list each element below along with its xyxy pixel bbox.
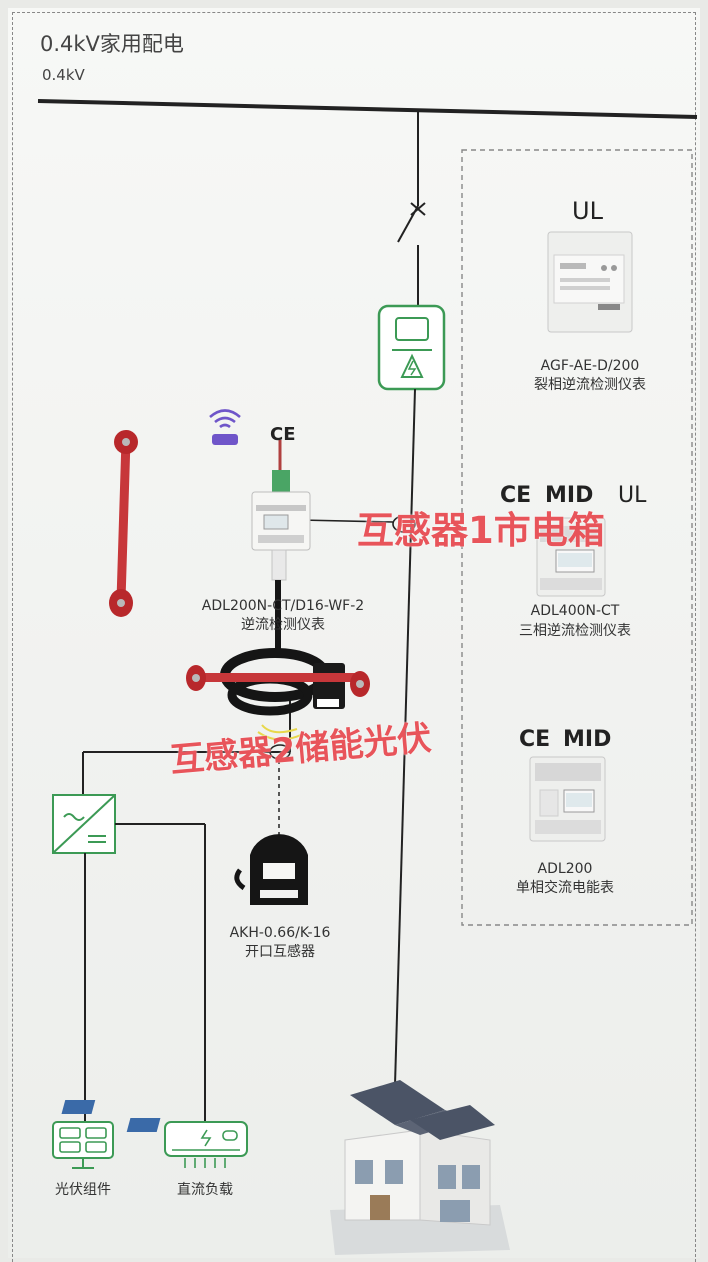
adl400-mid-cert: MID — [545, 483, 594, 508]
agf-model-label: AGF-AE-D/200 — [540, 358, 640, 374]
adl400-model-label: ADL400N-CT — [530, 603, 620, 619]
breaker-switch-icon — [397, 202, 426, 243]
pv-module-label: 光伏组件 — [55, 1182, 111, 1198]
dc-load-icon — [164, 1121, 248, 1168]
inverter-icon — [52, 794, 116, 854]
meter-box-icon — [377, 304, 446, 391]
bus-label: 0.4kV — [42, 66, 85, 84]
page-title: 0.4kV家用配电 — [40, 32, 184, 56]
adl200n-ce-cert: CE — [270, 424, 296, 445]
red-cable-vertical — [109, 430, 138, 617]
adl200-ce-cert: CE — [519, 727, 551, 752]
adl400-ul-cert: UL — [618, 483, 647, 508]
ct1-link — [299, 519, 394, 523]
adl200n-model-label: ADL200N-CT/D16-WF-2 — [201, 598, 365, 614]
adl200-mid-cert: MID — [563, 727, 612, 752]
adl200n-desc-label: 逆流检测仪表 — [241, 617, 325, 633]
product-frame — [461, 149, 693, 926]
ct1-annotation: 互感器1市电箱 — [357, 509, 605, 552]
adl200-desc-label: 单相交流电能表 — [516, 880, 614, 896]
display-board — [8, 8, 700, 1258]
akh-open-ct-photo — [234, 834, 308, 905]
ct1-ring — [392, 515, 416, 533]
adl200n-meter-photo — [251, 440, 311, 581]
wifi-icon — [209, 409, 241, 445]
adl400-ce-cert: CE — [500, 483, 532, 508]
solar-panel-icon — [52, 1121, 114, 1169]
akh-model-label: AKH-0.66/K-16 — [229, 925, 331, 941]
distribution-frame — [12, 12, 696, 1262]
dc-load-label: 直流负载 — [177, 1182, 233, 1198]
adl200-model-label: ADL200 — [537, 861, 593, 877]
agf-meter-photo — [547, 231, 633, 333]
agf-desc-label: 裂相逆流检测仪表 — [534, 377, 646, 393]
adl400-desc-label: 三相逆流检测仪表 — [519, 623, 631, 639]
adl200-meter-photo — [529, 756, 606, 842]
agf-ul-cert: UL — [572, 197, 603, 225]
akh-desc-label: 开口互感器 — [245, 944, 315, 960]
main-bus — [37, 99, 698, 119]
red-cable-horizontal — [186, 665, 370, 697]
ct2-ring — [269, 744, 291, 760]
adl400-meter-photo — [536, 517, 606, 597]
house-icon — [61, 1080, 510, 1255]
